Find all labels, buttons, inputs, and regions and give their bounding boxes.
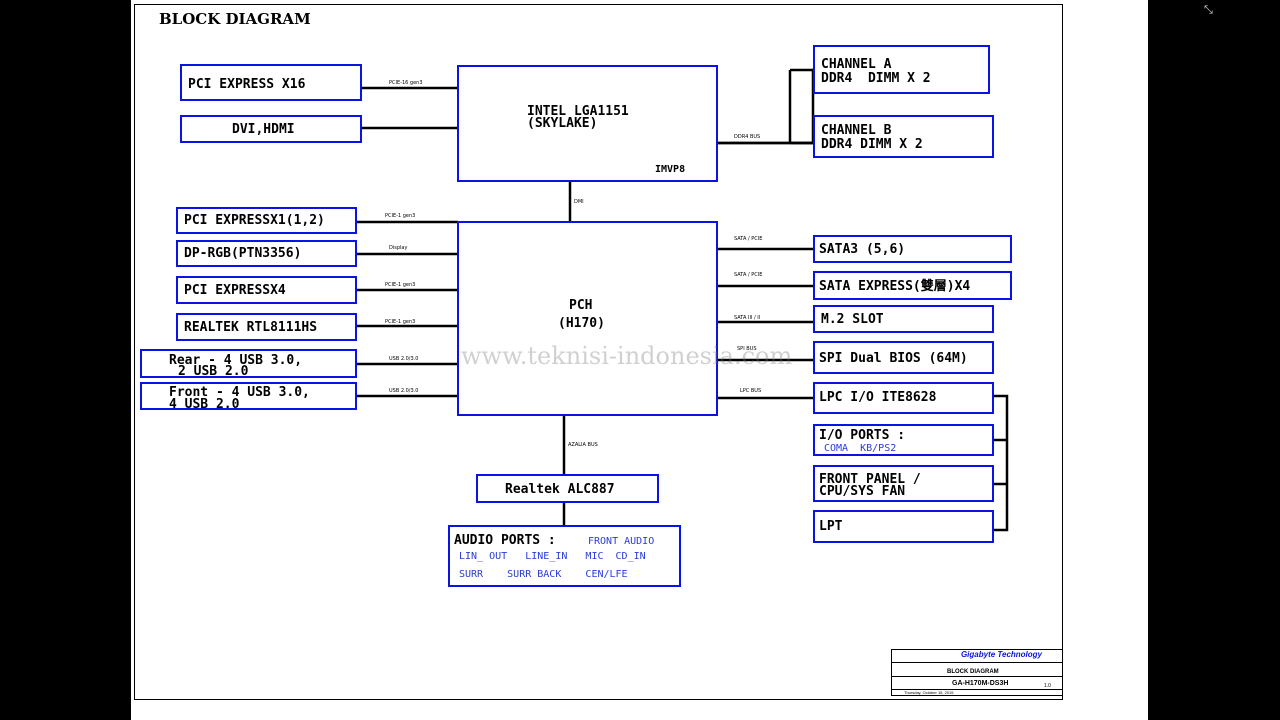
audio-row-1: LIN_ OUT LINE_IN MIC CD_IN — [459, 551, 646, 562]
lpc-bus-label: LPC BUS — [740, 388, 762, 394]
audio-ports-box: AUDIO PORTS : FRONT AUDIO LIN_ OUT LINE_… — [448, 525, 681, 587]
title-block: Gigabyte Technology BLOCK DIAGRAM GA-H17… — [891, 649, 1063, 696]
pcie-x16-label: PCI EXPRESS X16 — [188, 77, 306, 92]
io-ports-box: I/O PORTS : COMA KB/PS2 — [813, 424, 994, 456]
azalia-bus-label: AZALIA BUS — [568, 442, 598, 448]
lpt-box: LPT — [813, 510, 994, 543]
io-ports-sub: COMA KB/PS2 — [824, 443, 897, 454]
pcie-x1-bus-label: PCIE-1 gen3 — [385, 213, 416, 219]
front-usb-box: Front - 4 USB 3.0, 4 USB 2.0 — [140, 382, 357, 412]
lpc-io-label: LPC I/O ITE8628 — [819, 390, 937, 405]
dvi-hdmi-box: DVI,HDMI — [180, 115, 362, 143]
realtek-lan-box: REALTEK RTL8111HS — [176, 313, 357, 341]
cpu-box: INTEL LGA1151 (SKYLAKE) IMVP8 — [457, 65, 718, 182]
rear-usb-bus-label: USB 2.0/3.0 — [389, 356, 419, 362]
pch-box: PCH (H170) — [457, 221, 718, 416]
date: Thursday, October 15, 2015 — [904, 690, 954, 695]
cpu-vr-label: IMVP8 — [655, 164, 686, 175]
pcie-x1-box: PCI EXPRESSX1(1,2) — [176, 207, 357, 234]
watermark: www.teknisi-indonesia.com — [461, 342, 793, 370]
audio-front-label: FRONT AUDIO — [588, 536, 655, 547]
lpc-io-box: LPC I/O ITE8628 — [813, 382, 994, 414]
spi-bus-label: SPI BUS — [737, 346, 757, 352]
front-usb-bus-label: USB 2.0/3.0 — [389, 388, 419, 394]
sheet-border — [134, 4, 1063, 700]
sata-express-box: SATA EXPRESS(雙層)X4 — [813, 271, 1012, 300]
audio-ports-title: AUDIO PORTS : — [454, 533, 556, 548]
channel-b-box: CHANNEL B DDR4 DIMM X 2 — [813, 115, 994, 158]
front-panel-line2: CPU/SYS FAN — [819, 484, 906, 499]
pcie-x4-label: PCI EXPRESSX4 — [184, 283, 286, 298]
company-name: Gigabyte Technology — [960, 650, 1042, 659]
cpu-name: INTEL LGA1151 — [527, 104, 629, 119]
m2-slot-label: M.2 SLOT — [821, 312, 884, 327]
memory-bus-lines — [717, 68, 814, 145]
audio-row-2: SURR SURR BACK CEN/LFE — [459, 569, 628, 580]
io-ports-title: I/O PORTS : — [819, 428, 906, 443]
pcie-x4-box: PCI EXPRESSX4 — [176, 276, 357, 304]
rear-usb-box: Rear - 4 USB 3.0, 2 USB 2.0 — [140, 349, 357, 378]
pcie-x16-box: PCI EXPRESS X16 — [180, 64, 362, 101]
front-usb-line2: 4 USB 2.0 — [169, 397, 240, 412]
audio-codec-label: Realtek ALC887 — [505, 482, 615, 497]
m2-slot-box: M.2 SLOT — [813, 305, 994, 333]
channel-a-dimm: DDR4 DIMM X 2 — [821, 71, 931, 86]
pch-title: PCH — [569, 298, 593, 313]
channel-a-title: CHANNEL A — [821, 57, 892, 72]
channel-a-box: CHANNEL A DDR4 DIMM X 2 — [813, 45, 990, 94]
front-panel-box: FRONT PANEL / CPU/SYS FAN — [813, 465, 994, 502]
audio-codec-box: Realtek ALC887 — [476, 474, 659, 503]
ddr4-bus-label: DDR4 BUS — [734, 134, 761, 140]
rear-usb-line1: Rear - 4 USB 3.0, — [169, 353, 303, 368]
page-title: BLOCK DIAGRAM — [159, 10, 311, 28]
m2-bus-label: SATA III / II — [734, 315, 761, 321]
channel-b-title: CHANNEL B — [821, 123, 892, 138]
channel-b-dimm: DDR4 DIMM X 2 — [821, 137, 923, 152]
front-usb-line1: Front - 4 USB 3.0, — [169, 385, 310, 400]
dp-rgb-label: DP-RGB(PTN3356) — [184, 246, 302, 261]
pch-model: (H170) — [558, 316, 605, 331]
cpu-codename: (SKYLAKE) — [527, 116, 598, 131]
revision: 1.0 — [1044, 683, 1051, 689]
pcie-x4-bus-label: PCIE-1 gen3 — [385, 282, 416, 288]
model-number: GA-H170M-DS3H — [952, 680, 1009, 687]
pcie16-bus-label: PCIE-16 gen3 — [389, 80, 423, 86]
schematic-sheet: BLOCK DIAGRAM — [131, 0, 1148, 720]
spi-bios-label: SPI Dual BIOS (64M) — [819, 351, 968, 366]
sata-bus-label-1: SATA / PCIE — [734, 236, 763, 242]
sata-express-label: SATA EXPRESS(雙層)X4 — [819, 279, 971, 294]
lpt-label: LPT — [819, 519, 843, 534]
dp-rgb-box: DP-RGB(PTN3356) — [176, 240, 357, 267]
expand-icon[interactable]: ⤡ — [1204, 3, 1213, 16]
sata3-box: SATA3 (5,6) — [813, 235, 1012, 263]
realtek-lan-label: REALTEK RTL8111HS — [184, 320, 318, 335]
pcie-x1-label: PCI EXPRESSX1(1,2) — [184, 213, 325, 228]
sheet-title: BLOCK DIAGRAM — [947, 669, 999, 675]
sata3-label: SATA3 (5,6) — [819, 242, 906, 257]
sata-bus-label-2: SATA / PCIE — [734, 272, 763, 278]
front-panel-line1: FRONT PANEL / — [819, 472, 921, 487]
display-bus-label: Display — [389, 245, 408, 251]
lan-bus-label: PCIE-1 gen3 — [385, 319, 416, 325]
dmi-bus-label: DMI — [574, 199, 584, 205]
dvi-hdmi-label: DVI,HDMI — [232, 122, 295, 137]
rear-usb-line2: 2 USB 2.0 — [178, 364, 249, 379]
spi-bios-box: SPI Dual BIOS (64M) — [813, 341, 994, 374]
